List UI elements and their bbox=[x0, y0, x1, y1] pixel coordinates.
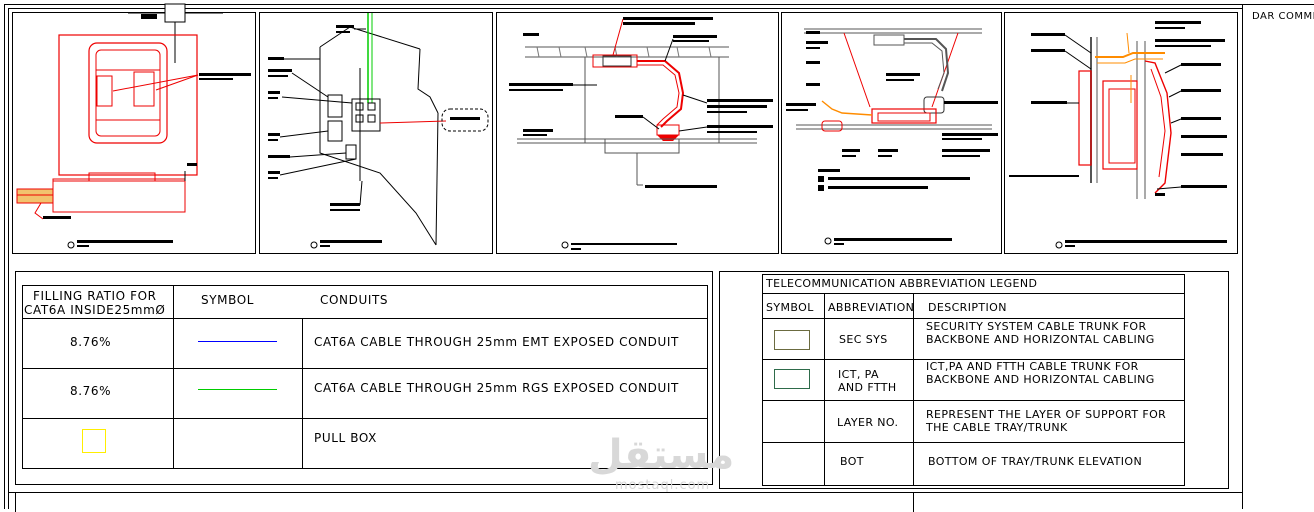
legend-hline-2 bbox=[762, 400, 1185, 401]
legend-vline-1 bbox=[824, 293, 825, 486]
detail-4-drawing bbox=[786, 28, 998, 245]
legend-hline-3 bbox=[762, 442, 1185, 443]
table-hline-2 bbox=[22, 368, 708, 369]
title-block-divider bbox=[1242, 4, 1243, 509]
legend-row-2-abbrev: ICT, PA AND FTTH bbox=[838, 368, 897, 394]
detail-2-drawing bbox=[268, 13, 489, 249]
pull-box-symbol bbox=[82, 429, 106, 453]
legend-header-desc: DESCRIPTION bbox=[928, 301, 1007, 314]
detail-1-drawing bbox=[16, 3, 251, 249]
legend-row-3-desc: REPRESENT THE LAYER OF SUPPORT FOR THE C… bbox=[926, 408, 1167, 434]
sec-sys-symbol bbox=[774, 330, 810, 350]
inner-border-left bbox=[8, 8, 9, 509]
green-line-symbol bbox=[198, 389, 277, 390]
side-note: DAR COMME bbox=[1252, 11, 1314, 22]
row-2-ratio: 8.76% bbox=[70, 384, 112, 398]
row-2-conduit: CAT6A CABLE THROUGH 25mm RGS EXPOSED CON… bbox=[314, 381, 679, 395]
legend-header-symbol: SYMBOL bbox=[766, 301, 814, 314]
legend-title: TELECOMMUNICATION ABBREVIATION LEGEND bbox=[766, 277, 1038, 290]
ict-symbol bbox=[774, 369, 810, 389]
detail-panel-4 bbox=[781, 12, 1002, 254]
sheet-border-top bbox=[4, 4, 1314, 5]
header-conduits: CONDUITS bbox=[320, 293, 389, 307]
row-1-ratio: 8.76% bbox=[70, 335, 112, 349]
table-vline-2 bbox=[302, 318, 303, 469]
detail-panel-1 bbox=[12, 3, 256, 254]
detail-3-drawing bbox=[509, 17, 773, 250]
abbrev-legend-table bbox=[762, 274, 1185, 486]
bottom-notes-box bbox=[15, 492, 914, 512]
legend-row-2-desc: ICT,PA AND FTTH CABLE TRUNK FOR BACKBONE… bbox=[926, 360, 1155, 386]
table-vline-1 bbox=[173, 285, 174, 469]
legend-hline-1 bbox=[762, 359, 1185, 360]
row-3-conduit: PULL BOX bbox=[314, 431, 377, 445]
header-filling-ratio-2: CAT6A INSIDE25mmØ bbox=[24, 303, 166, 317]
inner-border-top bbox=[8, 8, 1242, 9]
filling-ratio-panel bbox=[15, 271, 713, 485]
legend-hline-title bbox=[762, 293, 1185, 294]
watermark-arabic: مستقل bbox=[588, 432, 735, 478]
abbrev-legend-panel bbox=[719, 271, 1229, 489]
legend-hline-header bbox=[762, 318, 1185, 319]
table-hline-3 bbox=[22, 418, 708, 419]
header-filling-ratio-1: FILLING RATIO FOR bbox=[33, 289, 157, 303]
legend-header-abbrev: ABBREVIATION bbox=[828, 301, 915, 314]
detail-panel-5 bbox=[1004, 12, 1238, 254]
legend-row-4-abbrev: BOT bbox=[840, 455, 864, 468]
table-hline-1 bbox=[22, 318, 708, 319]
header-symbol: SYMBOL bbox=[201, 293, 255, 307]
watermark-latin: mostaql.com bbox=[615, 478, 711, 493]
sheet-border-left bbox=[4, 4, 5, 509]
legend-vline-2 bbox=[913, 293, 914, 486]
row-1-conduit: CAT6A CABLE THROUGH 25mm EMT EXPOSED CON… bbox=[314, 335, 679, 349]
detail-5-drawing bbox=[1009, 21, 1227, 249]
legend-row-3-abbrev: LAYER NO. bbox=[837, 416, 899, 429]
legend-row-1-desc: SECURITY SYSTEM CABLE TRUNK FOR BACKBONE… bbox=[926, 320, 1155, 346]
legend-row-4-desc: BOTTOM OF TRAY/TRUNK ELEVATION bbox=[928, 455, 1143, 468]
filling-ratio-table bbox=[22, 285, 708, 469]
legend-row-1-abbrev: SEC SYS bbox=[839, 333, 888, 346]
detail-panel-2 bbox=[259, 12, 493, 254]
blue-line-symbol bbox=[198, 341, 277, 342]
detail-panel-3 bbox=[496, 12, 779, 254]
